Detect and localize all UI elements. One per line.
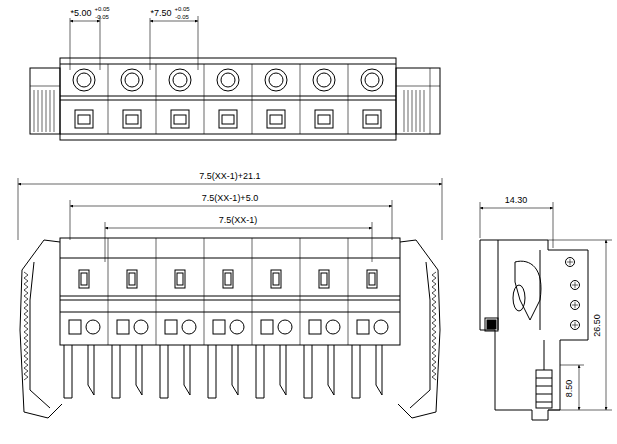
dimension-value: *5.00 (69, 9, 92, 18)
tolerance-value: +0.05 (173, 6, 190, 12)
dimension-value: 8.50 (566, 378, 575, 398)
dimension-value: 7.5(XX-1)+21.1 (198, 172, 261, 181)
dimension-value: 26.50 (593, 313, 602, 338)
tolerance-value: -0.05 (174, 14, 190, 20)
tolerance-value: +0.05 (93, 6, 110, 12)
dimension-value: 7.5(XX-1) (218, 216, 259, 225)
dimension-value: *7.50 (149, 9, 172, 18)
dimension-value: 14.30 (504, 196, 529, 205)
tolerance-value: -0.05 (94, 14, 110, 20)
dimension-value: 7.5(XX-1)+5.0 (201, 194, 259, 203)
